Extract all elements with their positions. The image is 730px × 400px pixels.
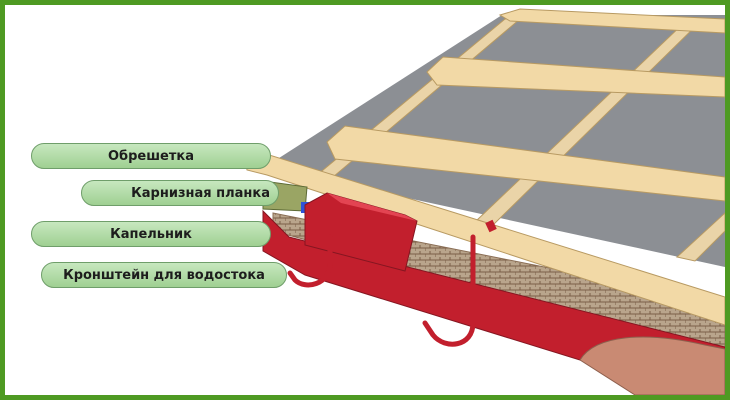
label-gutter-bracket: Кронштейн для водостока bbox=[63, 267, 265, 283]
roof-eaves-diagram bbox=[244, 8, 725, 395]
callout-lathing: Обрешетка bbox=[31, 143, 271, 169]
gutter-brackets bbox=[287, 234, 476, 347]
callout-gutter-bracket: Кронштейн для водостока bbox=[41, 262, 287, 288]
callout-eaves-strip: Карнизная планка bbox=[81, 180, 279, 206]
label-lathing: Обрешетка bbox=[107, 148, 194, 164]
lathing-battens bbox=[326, 8, 725, 202]
batten-slot bbox=[485, 219, 497, 233]
label-drip-edge: Капельник bbox=[110, 226, 192, 242]
gutter-end-cap bbox=[579, 336, 725, 395]
drip-edge-highlight bbox=[327, 193, 417, 221]
label-eaves-strip: Карнизная планка bbox=[131, 185, 270, 201]
callout-drip-edge: Капельник bbox=[31, 221, 271, 247]
